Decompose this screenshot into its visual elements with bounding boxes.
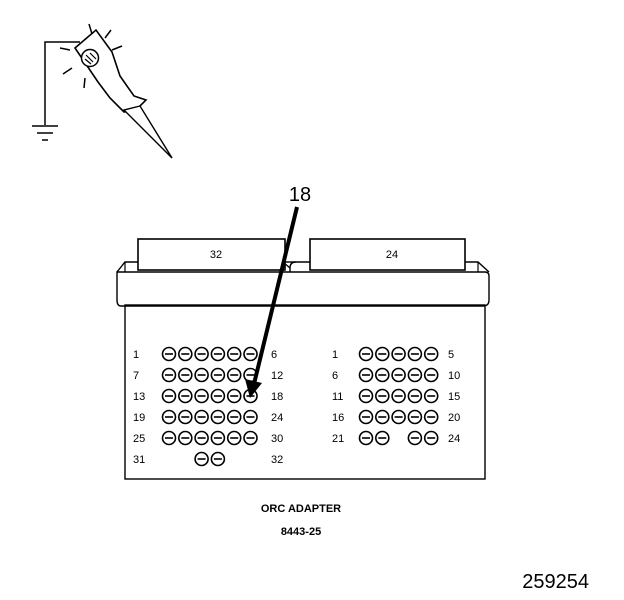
pin-range-start: 19 (133, 412, 145, 424)
pin-range-start: 1 (133, 349, 139, 361)
connector-tab-24: 24 (309, 238, 466, 271)
pin-range-start: 25 (133, 433, 145, 445)
callout-arrow (245, 206, 299, 398)
pin-range-start: 16 (332, 412, 344, 424)
pin-range-end: 6 (271, 349, 277, 361)
pin-range-end: 5 (448, 349, 454, 361)
pin-range-start: 7 (133, 370, 139, 382)
adapter-part-number: 8443-25 (281, 526, 321, 538)
pin-range-end: 32 (271, 454, 283, 466)
tab-label-32: 32 (210, 249, 222, 261)
test-light-icon (32, 23, 173, 159)
pin-range-start: 6 (332, 370, 338, 382)
connector-tab-32: 32 (137, 238, 286, 271)
tab-label-24: 24 (386, 249, 398, 261)
pin-range-start: 11 (332, 391, 343, 403)
pin-range-start: 1 (332, 349, 338, 361)
pin-range-end: 18 (271, 391, 283, 403)
pin-range-end: 12 (271, 370, 283, 382)
pin-range-end: 15 (448, 391, 460, 403)
pin-range-end: 30 (271, 433, 283, 445)
adapter-name: ORC ADAPTER (261, 503, 341, 515)
pin-range-end: 24 (271, 412, 283, 424)
pin-range-start: 31 (133, 454, 145, 466)
pin-range-start: 21 (332, 433, 344, 445)
pin-range-end: 20 (448, 412, 460, 424)
connector-a-pin-grid: 1 6 7 12 13 18 19 24 25 30 31 32 (133, 346, 283, 467)
pin-range-end: 10 (448, 370, 460, 382)
callout-number: 18 (289, 184, 311, 206)
figure-number: 259254 (522, 571, 589, 593)
pin-range-end: 24 (448, 433, 460, 445)
pin-range-start: 13 (133, 391, 145, 403)
